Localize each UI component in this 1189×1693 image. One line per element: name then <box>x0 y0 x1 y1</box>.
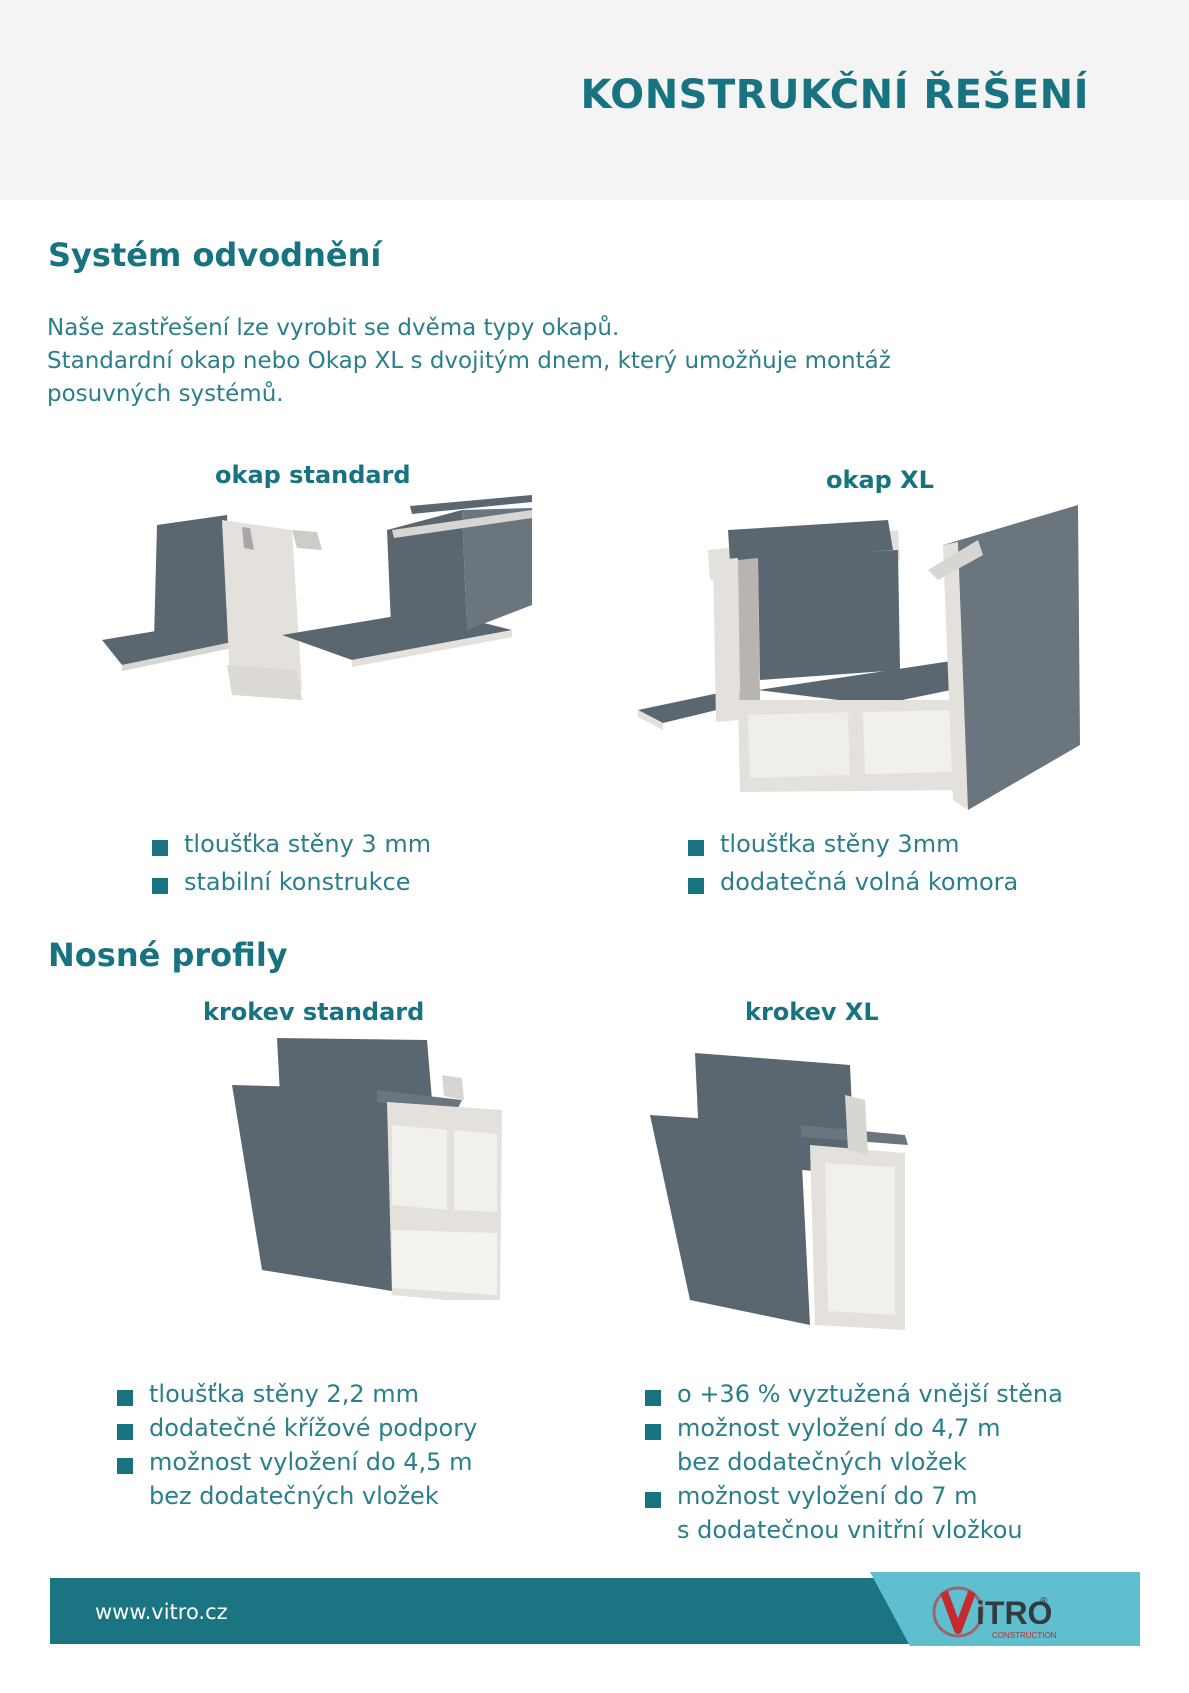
page-title: KONSTRUKČNÍ ŘEŠENÍ <box>580 72 1089 118</box>
bullet-square-icon <box>645 1390 661 1406</box>
feature-item: o +36 % vyztužená vnější stěna <box>645 1380 1063 1408</box>
feature-item: tloušťka stěny 3 mm <box>152 830 431 858</box>
product-title-okap-standard: okap standard <box>215 461 411 489</box>
feature-item: tloušťka stěny 2,2 mm <box>117 1380 477 1408</box>
krokev-xl-features: o +36 % vyztužená vnější stěna možnost v… <box>645 1380 1063 1544</box>
bullet-square-icon <box>117 1390 133 1406</box>
section-title-profiles: Nosné profily <box>48 936 288 974</box>
header-band <box>0 0 1189 200</box>
bullet-square-icon <box>117 1458 133 1474</box>
intro-line: Standardní okap nebo Okap XL s dvojitým … <box>47 348 891 374</box>
bullet-square-icon <box>152 840 168 856</box>
okap-xl-image <box>638 505 1080 810</box>
krokev-standard-image <box>232 1038 502 1300</box>
bullet-square-icon <box>645 1424 661 1440</box>
product-title-krokev-standard: krokev standard <box>203 998 425 1026</box>
okap-xl-features: tloušťka stěny 3mm dodatečná volná komor… <box>688 830 1018 896</box>
logo-v-mark-icon <box>940 1590 976 1634</box>
product-title-okap-xl: okap XL <box>826 466 934 494</box>
bullet-square-icon <box>117 1424 133 1440</box>
feature-item: dodatečná volná komora <box>688 868 1018 896</box>
logo-subtext: CONSTRUCTION <box>992 1631 1057 1640</box>
feature-item: stabilní konstrukce <box>152 868 431 896</box>
logo-text: iTRO <box>976 1595 1052 1631</box>
drainage-intro: Naše zastřešení lze vyrobit se dvěma typ… <box>47 312 1027 411</box>
intro-line: Naše zastřešení lze vyrobit se dvěma typ… <box>47 315 620 341</box>
product-title-krokev-xl: krokev XL <box>745 998 879 1026</box>
vitro-logo: iTRO ® CONSTRUCTION <box>870 1572 1140 1646</box>
website-link[interactable]: www.vitro.cz <box>95 1600 228 1624</box>
bullet-square-icon <box>688 878 704 894</box>
bullet-square-icon <box>152 878 168 894</box>
logo-registered-mark: ® <box>1040 1596 1048 1607</box>
krokev-xl-image <box>650 1053 908 1330</box>
krokev-standard-features: tloušťka stěny 2,2 mm dodatečné křížové … <box>117 1380 477 1510</box>
intro-line: posuvných systémů. <box>47 381 284 407</box>
okap-standard-features: tloušťka stěny 3 mm stabilní konstrukce <box>152 830 431 896</box>
bullet-square-icon <box>645 1492 661 1508</box>
bullet-square-icon <box>688 840 704 856</box>
feature-item: dodatečné křížové podpory <box>117 1414 477 1442</box>
section-title-drainage: Systém odvodnění <box>48 236 382 274</box>
feature-item: tloušťka stěny 3mm <box>688 830 1018 858</box>
okap-standard-image <box>102 495 532 700</box>
